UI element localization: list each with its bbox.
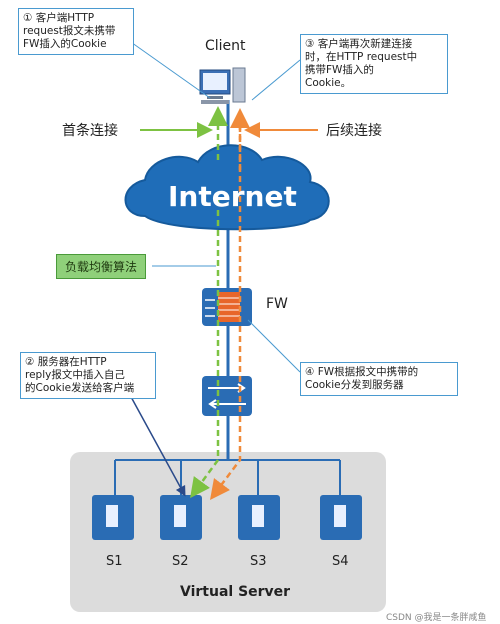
first-connection-label: 首条连接 <box>62 123 118 139</box>
server-s2-icon <box>160 495 202 540</box>
server-s4-icon <box>320 495 362 540</box>
load-balance-algorithm-label: 负载均衡算法 <box>56 254 147 279</box>
virtual-server-label: Virtual Server <box>180 584 291 600</box>
note-step4: ④ FW根据报文中携带的 Cookie分发到服务器 <box>300 362 458 396</box>
client-computer-icon <box>199 67 246 104</box>
first-connection-path <box>190 200 220 499</box>
note-step1: ① 客户端HTTP request报文未携带 FW插入的Cookie <box>18 8 134 55</box>
virtual-server-panel <box>70 452 386 612</box>
server-s4-label: S4 <box>332 554 349 569</box>
internet-cloud-icon <box>124 144 330 231</box>
server-s1-icon <box>92 495 134 540</box>
watermark: CSDN @我是一条胖咸鱼 <box>386 613 487 623</box>
fw-label: FW <box>266 296 288 312</box>
server-s3-label: S3 <box>250 554 267 569</box>
switch-icon <box>202 376 252 416</box>
server-s3-icon <box>238 495 280 540</box>
subsequent-connection-path <box>210 116 242 500</box>
internet-label: Internet <box>168 180 297 213</box>
note-step3: ③ 客户端再次新建连接 时，在HTTP request中 携带FW插入的 Coo… <box>300 34 448 94</box>
firewall-icon <box>202 288 252 326</box>
client-label: Client <box>205 38 246 54</box>
server-s1-label: S1 <box>106 554 123 569</box>
subsequent-connection-label: 后续连接 <box>326 123 382 139</box>
note-step2: ② 服务器在HTTP reply报文中插入自己 的Cookie发送给客户端 <box>20 352 156 399</box>
server-s2-label: S2 <box>172 554 189 569</box>
